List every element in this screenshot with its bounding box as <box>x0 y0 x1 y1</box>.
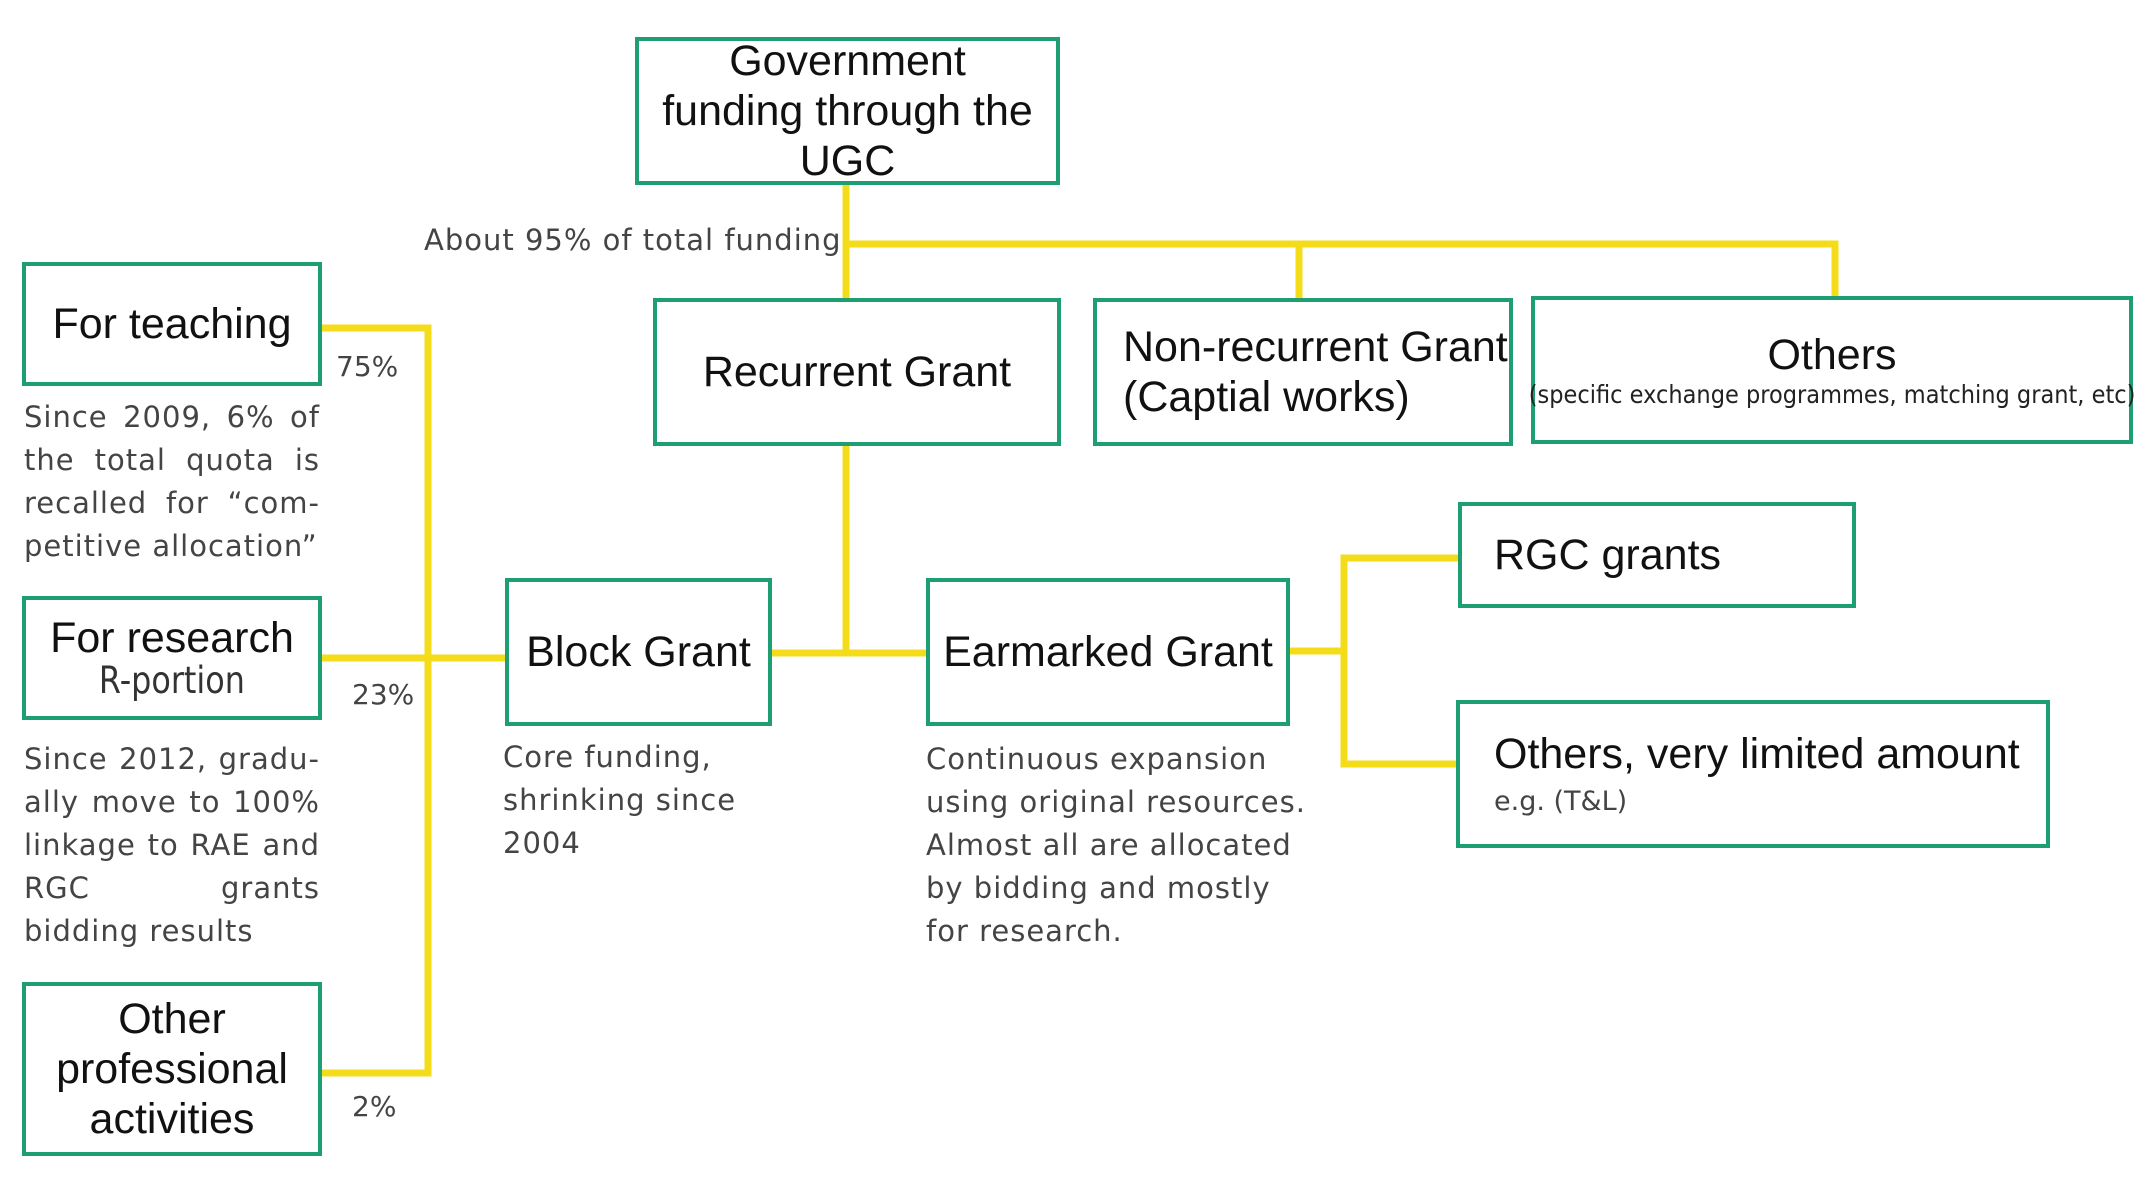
other-professional-label: Other professional activities <box>56 995 288 1143</box>
earmarked-grant-note: Continuous expansion using original reso… <box>926 742 1306 948</box>
nonrecurrent-grant-label: Non-recurrent Grant (Captial works) <box>1123 323 1508 421</box>
others-sub-label: (specific exchange programmes, matching … <box>1528 380 2136 409</box>
earmarked-grant-label: Earmarked Grant <box>943 628 1273 676</box>
other-percent: 2% <box>352 1090 397 1123</box>
nonrecurrent-grant-box: Non-recurrent Grant (Captial works) <box>1093 298 1513 446</box>
others-limited-box: Others, very limited amount e.g. (T&L) <box>1456 700 2050 848</box>
for-research-box: For research R-portion <box>22 596 322 720</box>
rgc-grants-box: RGC grants <box>1458 502 1856 608</box>
block-grant-box: Block Grant <box>505 578 772 726</box>
research-note: Since 2012, gradu-ally move to 100% link… <box>24 742 320 948</box>
gov-funding-box: Government funding through the UGC <box>635 37 1060 185</box>
other-professional-box: Other professional activities <box>22 982 322 1156</box>
recurrent-grant-box: Recurrent Grant <box>653 298 1061 446</box>
gov-funding-label: Government funding through the UGC <box>662 37 1033 185</box>
for-research-label: For research <box>50 614 294 662</box>
for-teaching-label: For teaching <box>52 300 292 348</box>
others-limited-example: e.g. (T&L) <box>1494 786 1628 817</box>
r-portion-label: R-portion <box>98 659 246 702</box>
block-grant-note: Core funding, shrinking since 2004 <box>503 740 737 860</box>
research-percent: 23% <box>352 678 415 711</box>
recurrent-grant-label: Recurrent Grant <box>702 348 1012 396</box>
teaching-percent: 75% <box>336 350 399 383</box>
gov-share-label: About 95% of total funding <box>424 223 842 257</box>
block-grant-label: Block Grant <box>526 628 751 676</box>
others-limited-label: Others, very limited amount <box>1494 730 2020 778</box>
others-box: Others (specific exchange programmes, ma… <box>1528 296 2136 444</box>
others-label: Others <box>1767 331 1897 379</box>
for-teaching-box: For teaching <box>22 262 322 386</box>
earmarked-grant-box: Earmarked Grant <box>926 578 1290 726</box>
teaching-note: Since 2009, 6% of the total quota is rec… <box>24 400 320 563</box>
rgc-grants-label: RGC grants <box>1494 531 1722 579</box>
